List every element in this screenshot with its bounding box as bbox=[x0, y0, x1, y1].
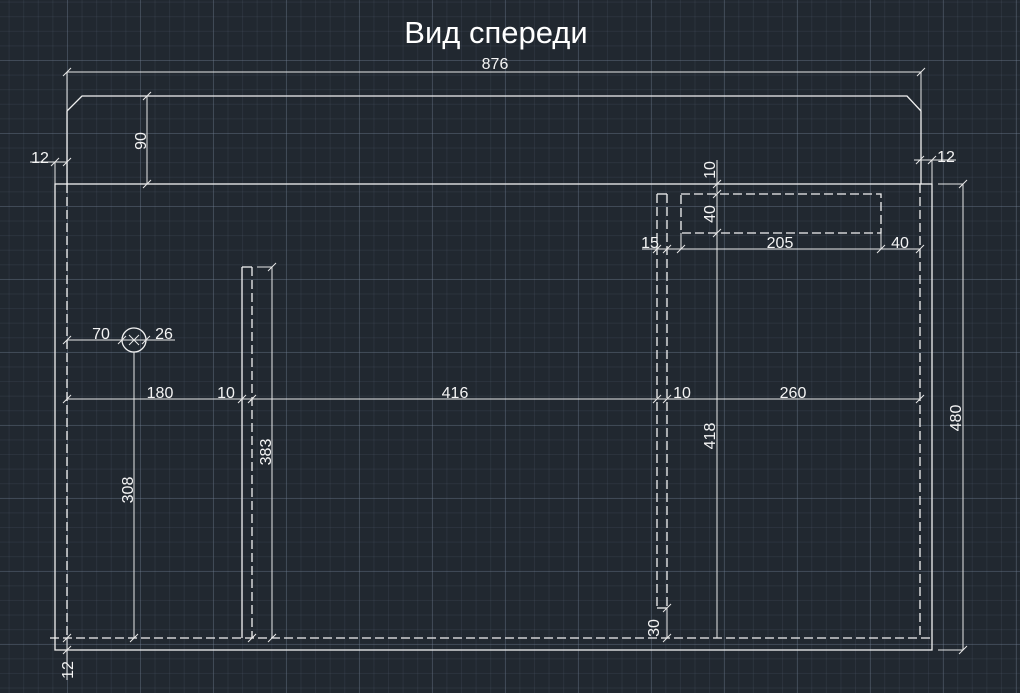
dimension-tick bbox=[712, 189, 722, 199]
drawer-hidden-outline bbox=[680, 193, 882, 234]
drawing-title: Вид спереди bbox=[404, 15, 587, 50]
dim-drawer-left-gap: 15 bbox=[641, 235, 659, 252]
dim-partition-2: 10 bbox=[673, 385, 691, 402]
dimension-tick bbox=[652, 394, 662, 404]
dimension-lines bbox=[30, 71, 964, 680]
dim-overall-width: 876 bbox=[482, 56, 509, 73]
dimension-tick bbox=[712, 179, 722, 189]
dimension-tick bbox=[50, 157, 60, 167]
dimension-tick bbox=[62, 67, 72, 77]
dim-drawer-width: 205 bbox=[767, 235, 794, 252]
dimension-tick bbox=[237, 394, 247, 404]
dimension-tick bbox=[267, 633, 277, 643]
top-board-outline bbox=[66, 95, 922, 184]
dim-hole-x: 70 bbox=[92, 326, 110, 343]
dim-partition-2-bottom-gap: 30 bbox=[646, 619, 663, 637]
dimension-tick bbox=[916, 67, 926, 77]
dimension-tick bbox=[142, 179, 152, 189]
dim-drawer-height: 40 bbox=[702, 205, 719, 223]
dim-partition-1-height: 383 bbox=[258, 439, 275, 466]
dimension-tick bbox=[915, 155, 925, 165]
dim-drawer-top-gap: 10 bbox=[702, 161, 719, 179]
dim-partition-1: 10 bbox=[217, 385, 235, 402]
dimension-tick bbox=[62, 633, 72, 643]
dimension-tick bbox=[958, 179, 968, 189]
dimension-tick bbox=[662, 394, 672, 404]
dimension-tick bbox=[915, 244, 925, 254]
dimension-tick bbox=[915, 394, 925, 404]
dim-bottom-offset: 12 bbox=[60, 661, 77, 679]
dimension-tick bbox=[662, 603, 672, 613]
dimension-tick bbox=[876, 244, 886, 254]
dimension-tick bbox=[247, 394, 257, 404]
dim-right-offset: 12 bbox=[937, 149, 955, 166]
dim-hole-diameter: 26 bbox=[155, 326, 173, 343]
dimension-tick bbox=[652, 244, 662, 254]
dim-hole-height: 308 bbox=[120, 477, 137, 504]
dimension-tick bbox=[129, 633, 139, 643]
dimension-tick bbox=[958, 645, 968, 655]
dim-middle-section: 416 bbox=[442, 385, 469, 402]
dimension-tick bbox=[142, 91, 152, 101]
dimension-tick bbox=[662, 244, 672, 254]
dimension-tick bbox=[247, 633, 257, 643]
dim-overall-height: 480 bbox=[948, 405, 965, 432]
dimension-tick bbox=[141, 335, 151, 345]
dimension-tick bbox=[712, 228, 722, 238]
dimension-tick bbox=[62, 157, 72, 167]
dim-drawer-right-gap: 40 bbox=[891, 235, 909, 252]
dimension-tick bbox=[927, 155, 937, 165]
dim-right-section: 260 bbox=[780, 385, 807, 402]
dimension-tick bbox=[62, 394, 72, 404]
dim-left-offset: 12 bbox=[31, 150, 49, 167]
dimension-tick bbox=[662, 633, 672, 643]
dimension-tick bbox=[676, 244, 686, 254]
dimension-tick bbox=[62, 335, 72, 345]
cabinet-body-outline bbox=[54, 183, 933, 651]
dimension-tick bbox=[267, 262, 277, 272]
dimension-ticks bbox=[50, 67, 968, 655]
dim-left-section: 180 bbox=[147, 385, 174, 402]
dim-top-height: 90 bbox=[133, 132, 150, 150]
dim-right-height: 418 bbox=[702, 423, 719, 450]
dimension-tick bbox=[117, 335, 127, 345]
dimension-tick bbox=[62, 645, 72, 655]
